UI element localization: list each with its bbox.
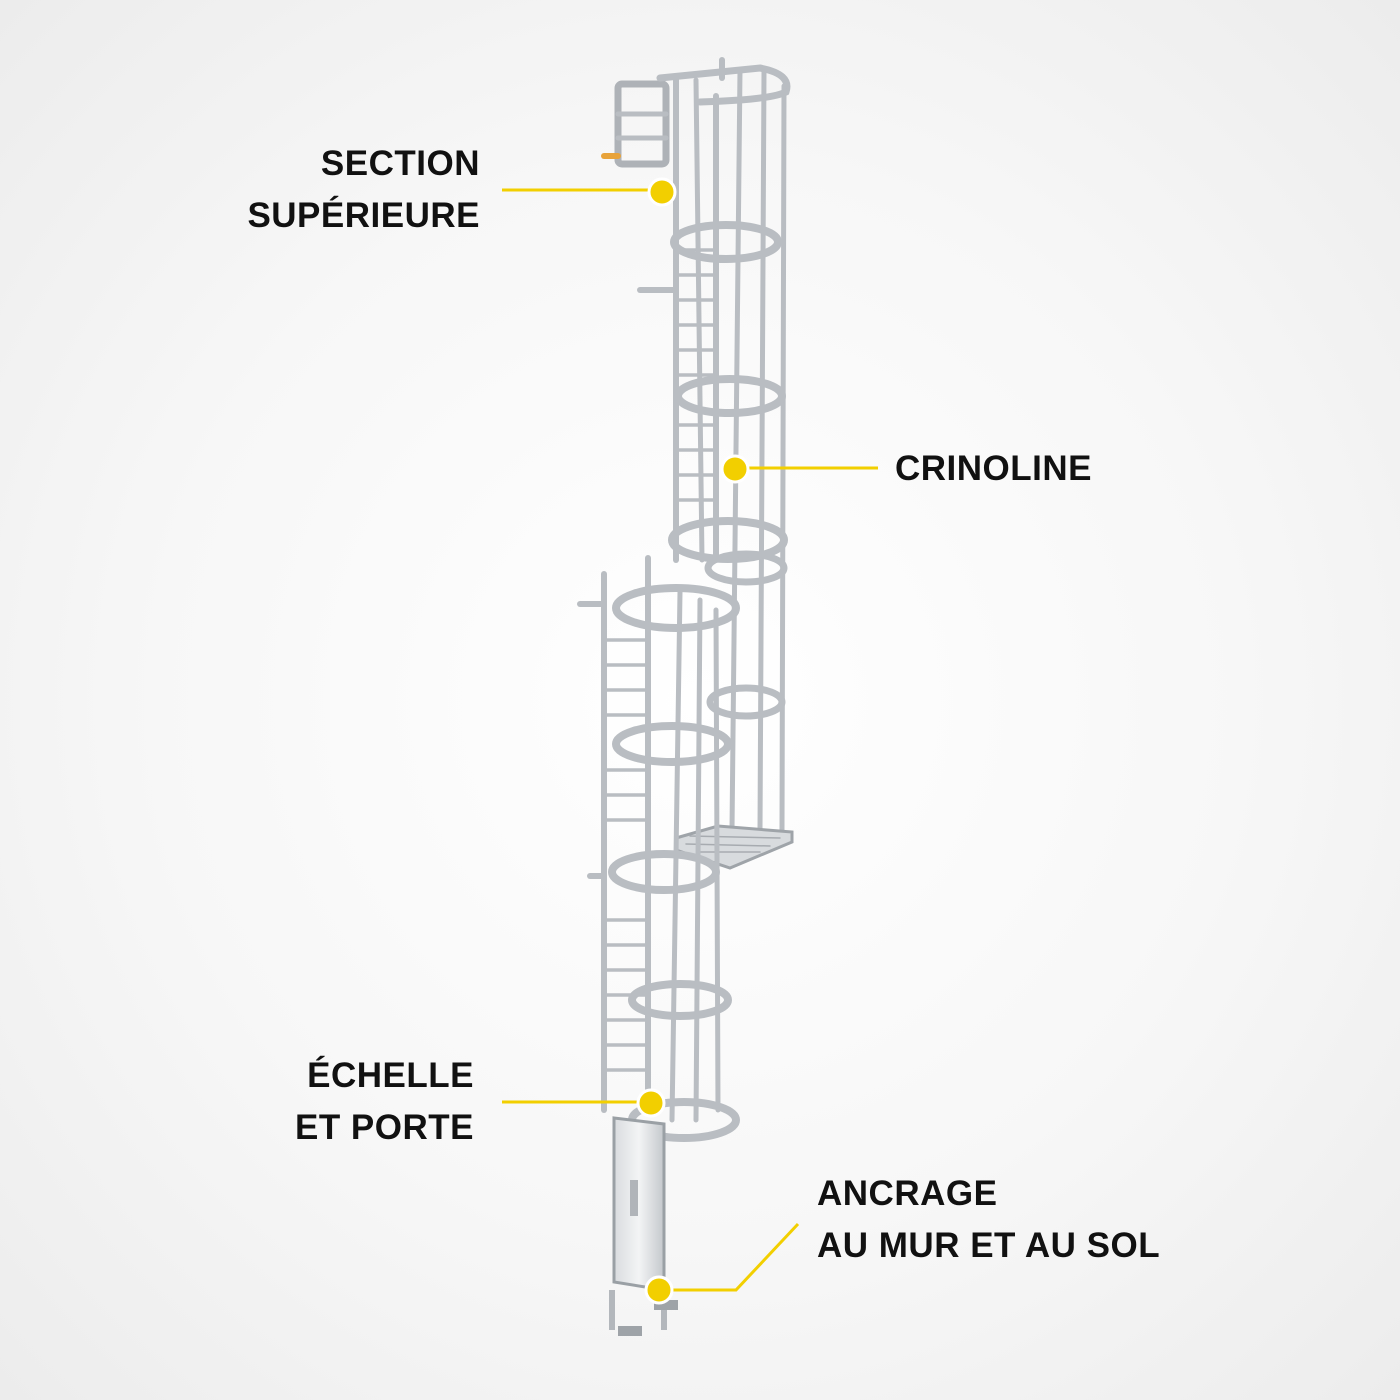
callout-line-anchor	[670, 1222, 800, 1292]
top-exit-frame	[614, 80, 670, 168]
label-anchoring: ANCRAGE AU MUR ET AU SOL	[817, 1168, 1160, 1272]
label-cage-line1: CRINOLINE	[895, 449, 1092, 488]
callout-dot-door	[636, 1088, 666, 1118]
lower-cage	[577, 555, 740, 1142]
floor-anchor-left	[618, 1326, 642, 1336]
callout-dot-anchor	[644, 1275, 674, 1305]
floor-anchor-right	[654, 1300, 678, 1310]
label-ladder-door-line2: ET PORTE	[294, 1108, 474, 1147]
label-cage: CRINOLINE	[895, 443, 1092, 495]
callout-dot-cage	[720, 454, 750, 484]
label-anchoring-line2: AU MUR ET AU SOL	[817, 1226, 1161, 1265]
rest-platform	[674, 824, 794, 870]
label-ladder-door-line1: ÉCHELLE	[307, 1056, 474, 1095]
label-ladder-door: ÉCHELLE ET PORTE	[295, 1050, 474, 1154]
anti-climb-door	[612, 1116, 666, 1292]
upper-cage	[601, 57, 794, 870]
door-base	[609, 1116, 678, 1336]
label-anchoring-line1: ANCRAGE	[817, 1174, 998, 1213]
label-top-section: SECTION SUPÉRIEURE	[247, 138, 480, 242]
callout-dot-top	[647, 177, 677, 207]
label-top-section-line2: SUPÉRIEURE	[247, 196, 480, 235]
callout-lines	[502, 188, 878, 1292]
callout-dots	[636, 177, 750, 1305]
label-top-section-line1: SECTION	[320, 144, 480, 183]
